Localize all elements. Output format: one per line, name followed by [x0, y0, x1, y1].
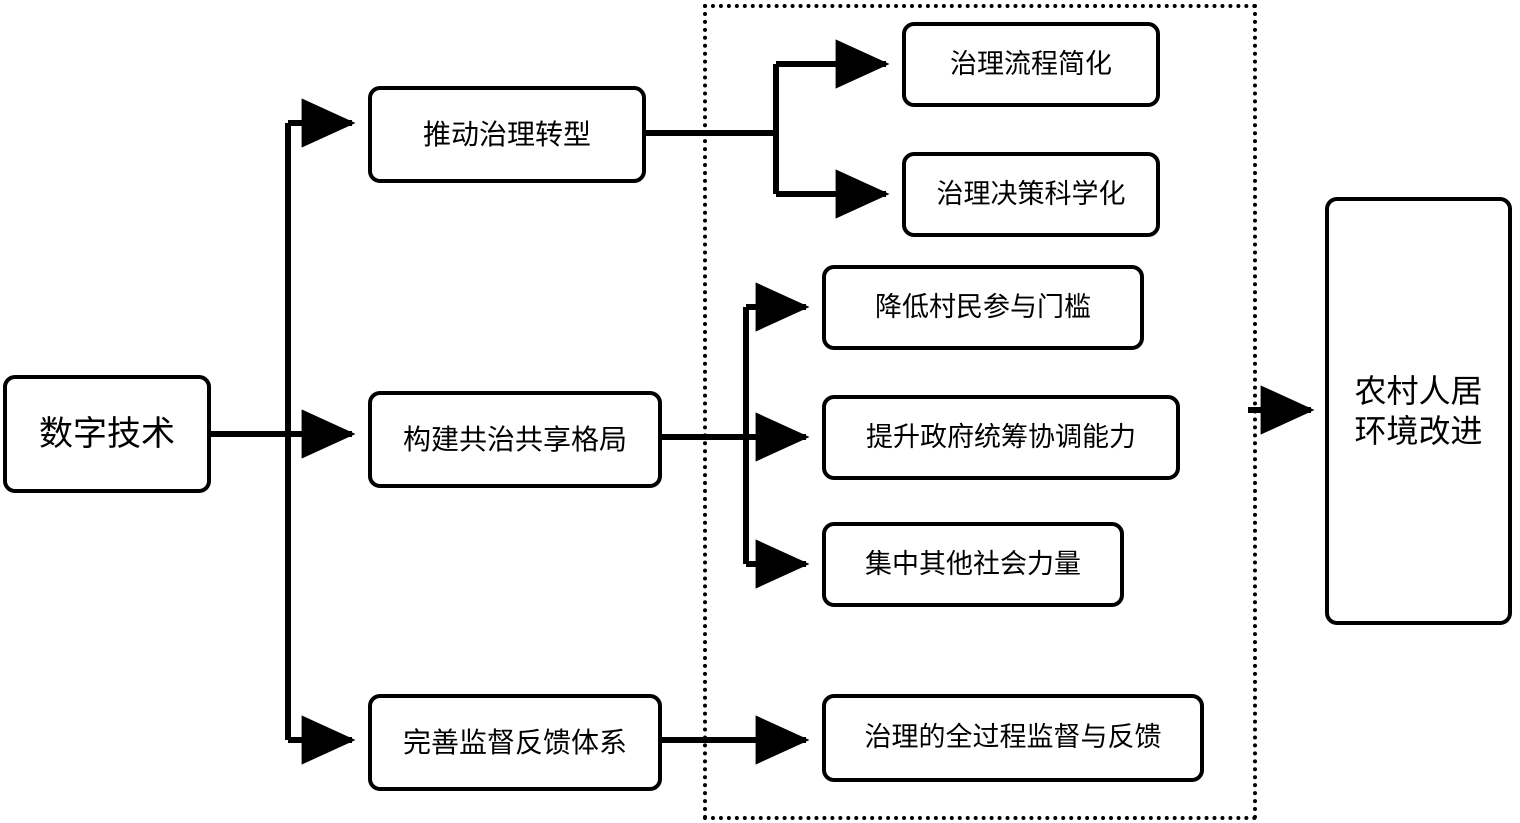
node-promote-governance-transformation[interactable]: 推动治理转型	[368, 86, 646, 183]
node-label: 提升政府统筹协调能力	[866, 421, 1136, 453]
node-rural-living-environment-improvement[interactable]: 农村人居 环境改进	[1325, 197, 1512, 625]
node-label: 完善监督反馈体系	[402, 726, 627, 759]
node-digital-technology[interactable]: 数字技术	[3, 375, 211, 493]
node-improve-supervision-feedback-system[interactable]: 完善监督反馈体系	[368, 694, 662, 791]
node-label: 治理决策科学化	[936, 178, 1126, 210]
node-label: 推动治理转型	[422, 118, 591, 151]
node-gather-other-social-forces[interactable]: 集中其他社会力量	[822, 522, 1124, 607]
node-label: 农村人居 环境改进	[1354, 372, 1483, 450]
node-label: 集中其他社会力量	[865, 548, 1081, 580]
node-label: 构建共治共享格局	[402, 423, 627, 456]
node-label: 治理的全过程监督与反馈	[864, 722, 1162, 754]
node-label: 治理流程简化	[950, 48, 1112, 80]
node-label: 降低村民参与门槛	[875, 291, 1091, 323]
node-label: 数字技术	[39, 413, 175, 454]
node-lower-villager-participation-threshold[interactable]: 降低村民参与门槛	[822, 265, 1144, 350]
connector-source-trunk	[211, 123, 291, 740]
node-governance-decision-scientification[interactable]: 治理决策科学化	[902, 152, 1160, 237]
node-enhance-government-coordination-capacity[interactable]: 提升政府统筹协调能力	[822, 395, 1180, 480]
node-governance-process-simplification[interactable]: 治理流程简化	[902, 22, 1160, 107]
node-whole-process-supervision-feedback[interactable]: 治理的全过程监督与反馈	[822, 694, 1204, 782]
connector-l1-1-branch	[646, 39, 890, 219]
connector-l1-2-branch	[662, 282, 810, 589]
node-build-co-governance-sharing-pattern[interactable]: 构建共治共享格局	[368, 391, 662, 488]
